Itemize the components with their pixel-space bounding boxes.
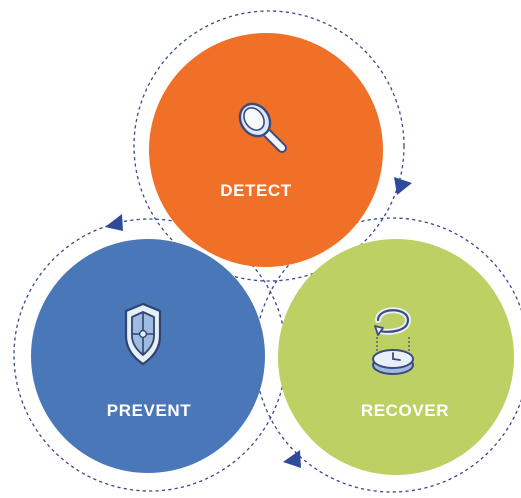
detect-dashed-ring — [133, 10, 405, 282]
arrow-recover-to-prevent — [283, 450, 301, 468]
prevent-label: PREVENT — [107, 401, 192, 420]
magnifying-glass-icon — [238, 102, 287, 153]
detect-node: DETECT — [149, 33, 383, 267]
restore-backup-icon — [372, 307, 414, 375]
recover-label: RECOVER — [361, 401, 449, 420]
prevent-node: PREVENT — [31, 239, 265, 473]
detect-circle — [149, 33, 383, 267]
detect-label: DETECT — [220, 181, 292, 200]
shield-icon — [124, 302, 162, 366]
arrow-prevent-to-detect — [105, 214, 123, 231]
arrow-detect-to-recover — [394, 177, 412, 195]
recover-node: RECOVER — [278, 239, 514, 475]
